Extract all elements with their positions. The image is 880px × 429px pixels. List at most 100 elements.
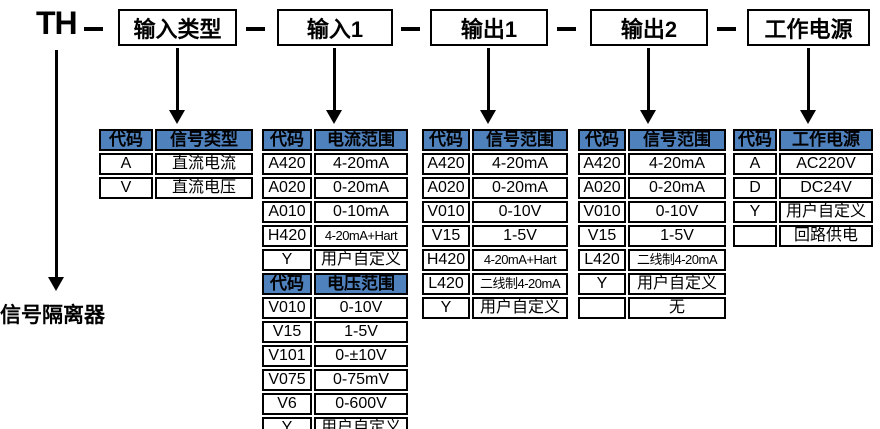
table-header-row: 代码电压范围 xyxy=(262,273,408,295)
code-cell: L420 xyxy=(422,273,470,295)
dash-connector xyxy=(557,27,576,31)
value-cell: 二线制4-20mA xyxy=(472,273,568,295)
arrow-down-input1 xyxy=(333,48,336,111)
value-cell: 1-5V xyxy=(314,321,408,343)
value-cell: 1-5V xyxy=(472,225,568,247)
value-cell: 0-±10V xyxy=(314,345,408,367)
arrowhead-icon xyxy=(169,110,185,124)
code-cell xyxy=(733,225,777,247)
segment-box-power: 工作电源 xyxy=(747,9,870,46)
code-cell: V15 xyxy=(422,225,470,247)
arrowhead-icon xyxy=(326,110,342,124)
code-cell: Y xyxy=(733,201,777,223)
value-cell: 0-10V xyxy=(628,201,726,223)
arrowhead-icon xyxy=(48,277,64,291)
table-header-cell: 代码 xyxy=(578,129,626,151)
arrow-down-output1 xyxy=(487,48,490,111)
value-cell: 直流电压 xyxy=(155,177,253,199)
table-row: 回路供电 xyxy=(733,225,873,247)
table-header-cell: 工作电源 xyxy=(779,129,873,151)
value-cell: 用户自定义 xyxy=(314,249,408,271)
value-cell: 用户自定义 xyxy=(628,273,726,295)
table-row: 无 xyxy=(578,297,726,319)
value-cell: 4-20mA+Hart xyxy=(314,225,408,247)
code-cell: A020 xyxy=(422,177,470,199)
code-cell: Y xyxy=(422,297,470,319)
segment-box-input-type: 输入类型 xyxy=(118,9,237,46)
table-header-cell: 电压范围 xyxy=(314,273,408,295)
table-header-cell: 代码 xyxy=(99,129,153,151)
table-header-row: 代码工作电源 xyxy=(733,129,873,151)
code-cell: A420 xyxy=(578,153,626,175)
table-header-cell: 代码 xyxy=(422,129,470,151)
value-cell: DC24V xyxy=(779,177,873,199)
table-header-cell: 代码 xyxy=(733,129,777,151)
arrowhead-icon xyxy=(640,110,656,124)
code-cell: L420 xyxy=(578,249,626,271)
segment-box-input1: 输入1 xyxy=(277,9,393,46)
value-cell: 0-20mA xyxy=(472,177,568,199)
value-cell: 0-75mV xyxy=(314,369,408,391)
table-header-cell: 代码 xyxy=(262,129,312,151)
segment-box-output2: 输出2 xyxy=(590,9,708,46)
code-cell: Y xyxy=(262,417,312,429)
code-cell: V010 xyxy=(422,201,470,223)
value-cell: 0-20mA xyxy=(314,177,408,199)
code-cell: V010 xyxy=(578,201,626,223)
value-cell: 4-20mA xyxy=(628,153,726,175)
table-header-cell: 信号类型 xyxy=(155,129,253,151)
arrow-down-power xyxy=(807,48,810,111)
code-cell: A010 xyxy=(262,201,312,223)
table-header-cell: 代码 xyxy=(262,273,312,295)
value-cell: 直流电流 xyxy=(155,153,253,175)
dash-connector xyxy=(246,27,265,31)
code-cell xyxy=(578,297,626,319)
arrowhead-icon xyxy=(480,110,496,124)
table-header-cell: 信号范围 xyxy=(472,129,568,151)
code-cell: V010 xyxy=(262,297,312,319)
dash-connector xyxy=(84,27,103,31)
value-cell: 0-20mA xyxy=(628,177,726,199)
value-cell: AC220V xyxy=(779,153,873,175)
code-cell: A xyxy=(733,153,777,175)
value-cell: 4-20mA xyxy=(314,153,408,175)
code-cell: V xyxy=(99,177,153,199)
arrow-down-output2 xyxy=(647,48,650,111)
arrow-down-input-type xyxy=(176,48,179,111)
table-header-cell: 电流范围 xyxy=(314,129,408,151)
value-cell: 4-20mA xyxy=(472,153,568,175)
code-cell: A xyxy=(99,153,153,175)
code-cell: V6 xyxy=(262,393,312,415)
value-cell: 用户自定义 xyxy=(472,297,568,319)
code-cell: V15 xyxy=(578,225,626,247)
